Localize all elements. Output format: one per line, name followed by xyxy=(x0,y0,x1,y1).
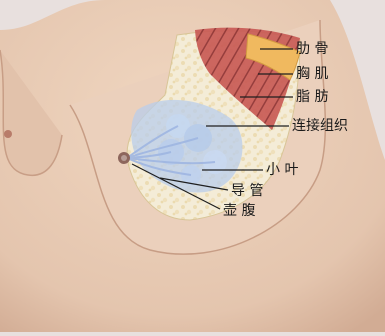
left-nipple xyxy=(4,130,12,138)
rib-label: 肋 骨 xyxy=(296,41,328,57)
right-nipple-center xyxy=(121,155,127,161)
pectoral-muscle-label: 胸 肌 xyxy=(296,66,328,82)
nipple-label: 壶 腹 xyxy=(223,203,255,219)
lobule-label: 小 叶 xyxy=(266,162,298,178)
duct-label: 导 管 xyxy=(231,183,263,199)
fat-label: 脂 肪 xyxy=(296,89,328,105)
connective-tissue-label: 连接组织 xyxy=(292,118,348,134)
